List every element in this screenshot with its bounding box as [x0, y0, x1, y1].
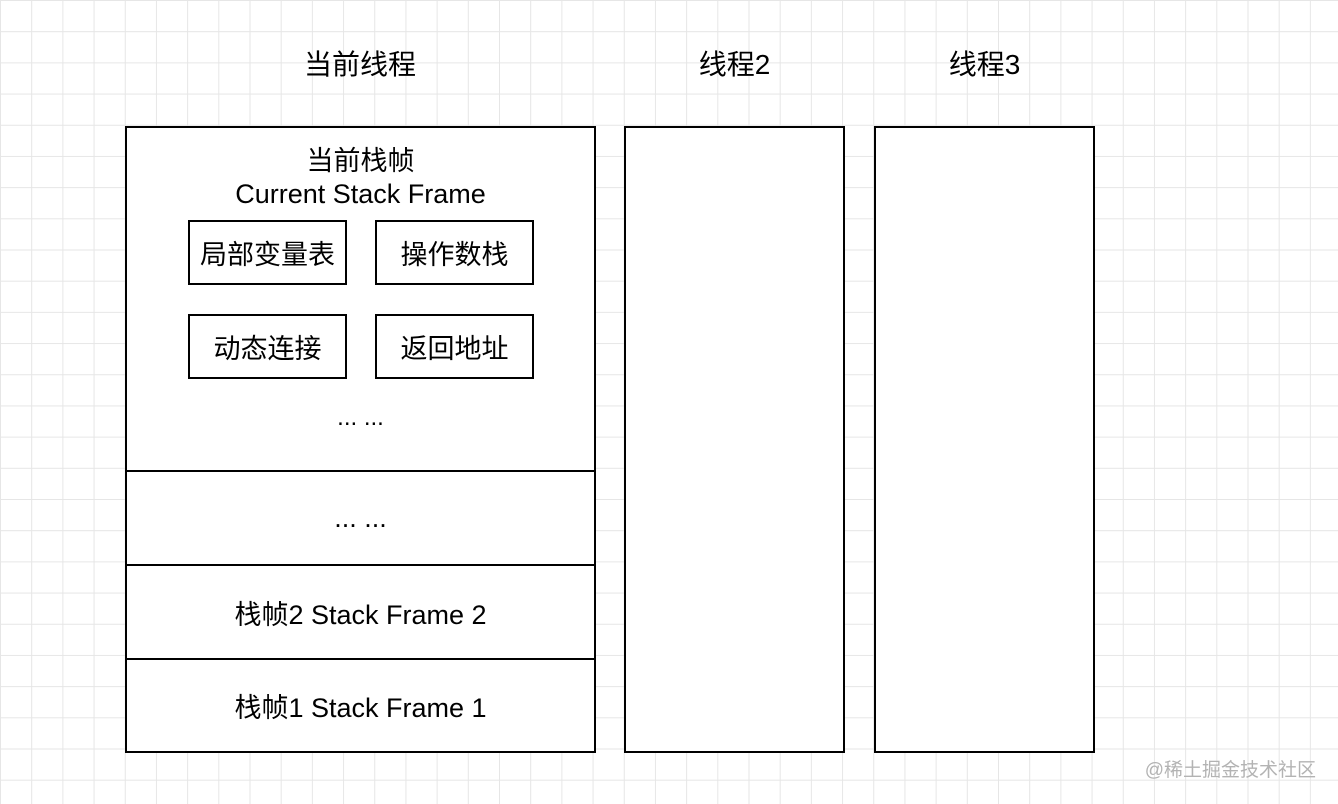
- divider-2: [127, 564, 594, 566]
- thread-3-stack: [874, 126, 1095, 753]
- local-variable-table-box: 局部变量表: [188, 220, 347, 285]
- dynamic-linking-box: 动态连接: [188, 314, 347, 379]
- thread-2-title: 线程2: [698, 49, 771, 80]
- thread-2-stack: [624, 126, 845, 753]
- watermark: @稀土掘金技术社区: [1144, 760, 1316, 781]
- current-frame-title-cn: 当前栈帧: [306, 146, 415, 176]
- current-frame-title-en: Current Stack Frame: [235, 179, 486, 209]
- frame-more-ellipsis: ... ...: [337, 404, 384, 431]
- stack-middle-ellipsis: ... ...: [334, 502, 387, 533]
- stack-frame-2: 栈帧2 Stack Frame 2: [234, 599, 487, 630]
- return-address-box: 返回地址: [375, 314, 534, 379]
- stack-frame-1: 栈帧1 Stack Frame 1: [234, 693, 487, 723]
- thread-3-title: 线程3: [948, 49, 1021, 80]
- current-thread-title: 当前线程: [303, 49, 416, 80]
- current-thread-stack: 当前栈帧 Current Stack Frame 局部变量表 操作数栈 动态连接…: [125, 126, 596, 753]
- operand-stack-box: 操作数栈: [375, 220, 534, 285]
- divider-3: [127, 658, 594, 660]
- current-stack-frame: 当前栈帧 Current Stack Frame 局部变量表 操作数栈 动态连接…: [127, 128, 594, 471]
- divider-1: [127, 470, 594, 472]
